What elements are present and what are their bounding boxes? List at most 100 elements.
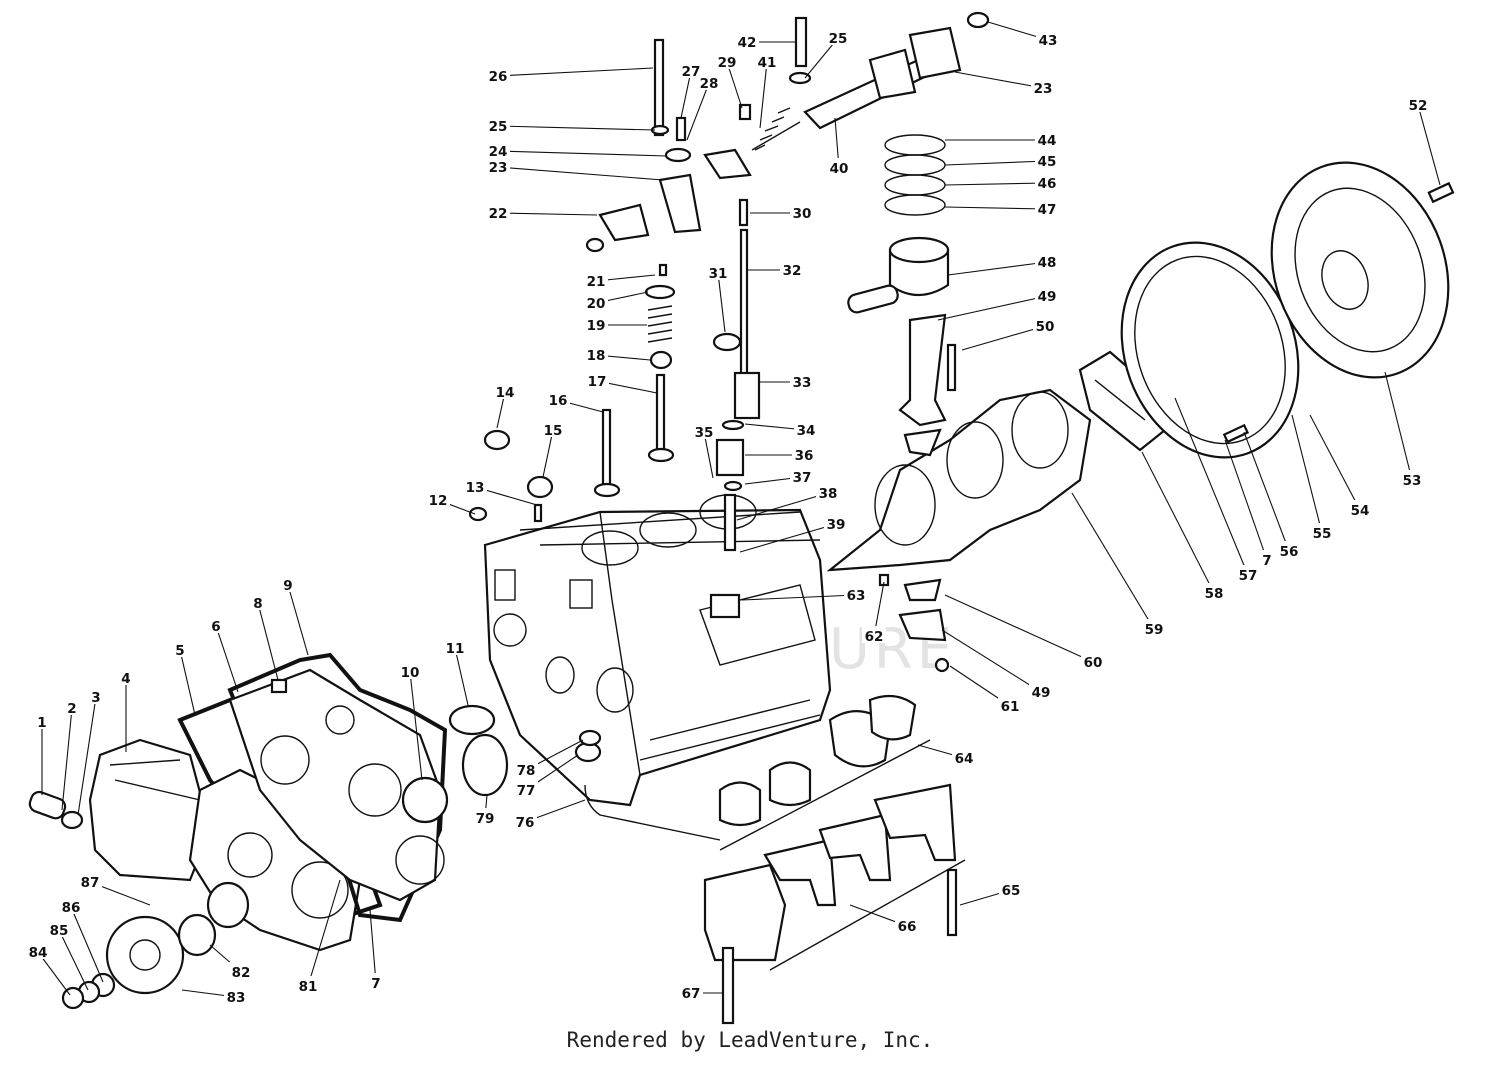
callout-29[interactable]: 29 [718,55,737,71]
callout-83[interactable]: 83 [227,990,246,1006]
callout-52[interactable]: 52 [1409,98,1428,114]
callout-30[interactable]: 30 [793,206,812,222]
leader-line-26 [497,67,654,77]
callout-14[interactable]: 14 [496,385,515,401]
callout-39[interactable]: 39 [827,517,846,533]
callout-62[interactable]: 62 [865,629,884,645]
callout-77[interactable]: 77 [517,783,536,799]
callout-85[interactable]: 85 [50,923,69,939]
valve-train [468,38,801,619]
callout-59[interactable]: 59 [1145,622,1164,638]
callout-49[interactable]: 49 [1038,289,1057,305]
callout-23[interactable]: 23 [489,160,508,176]
callout-18[interactable]: 18 [587,348,606,364]
callout-8[interactable]: 8 [253,596,262,612]
callout-11[interactable]: 11 [446,641,465,657]
callout-bg [26,942,50,959]
callout-4[interactable]: 4 [121,671,130,687]
callout-25[interactable]: 25 [829,31,848,47]
callout-38[interactable]: 38 [819,486,838,502]
leader-line-23 [497,166,664,181]
callout-21[interactable]: 21 [587,274,606,290]
crankshaft [826,388,1092,673]
callout-10[interactable]: 10 [401,665,420,681]
callout-12[interactable]: 12 [429,493,448,509]
callout-63[interactable]: 63 [847,588,866,604]
leader-line-2 [61,707,73,811]
callout-58[interactable]: 58 [1205,586,1224,602]
callout-32[interactable]: 32 [783,263,802,279]
callout-48[interactable]: 48 [1038,255,1057,271]
callout-15[interactable]: 15 [544,423,563,439]
callout-79[interactable]: 79 [476,811,495,827]
callout-43[interactable]: 43 [1039,33,1058,49]
callout-64[interactable]: 64 [955,751,974,767]
callout-bg [584,271,608,288]
callout-33[interactable]: 33 [793,375,812,391]
callout-66[interactable]: 66 [898,919,917,935]
callout-40[interactable]: 40 [830,161,849,177]
leader-line-60 [944,594,1094,663]
leader-line-81 [307,879,341,987]
callout-bg [895,916,919,933]
callout-78[interactable]: 78 [517,763,536,779]
callout-25[interactable]: 25 [489,119,508,135]
callout-34[interactable]: 34 [797,423,816,439]
callout-45[interactable]: 45 [1038,154,1057,170]
piston-assembly [847,134,957,427]
callout-6[interactable]: 6 [211,619,220,635]
callout-22[interactable]: 22 [489,206,508,222]
callout-bg [844,585,868,602]
callout-53[interactable]: 53 [1403,473,1422,489]
callout-13[interactable]: 13 [466,480,485,496]
leader-line-52 [1417,104,1441,186]
callout-76[interactable]: 76 [516,815,535,831]
callout-41[interactable]: 41 [758,55,777,71]
callout-49[interactable]: 49 [1032,685,1051,701]
callout-56[interactable]: 56 [1280,544,1299,560]
callout-17[interactable]: 17 [588,374,607,390]
callout-46[interactable]: 46 [1038,176,1057,192]
callout-36[interactable]: 36 [795,448,814,464]
callout-7[interactable]: 7 [371,976,380,992]
callout-19[interactable]: 19 [587,318,606,334]
callout-28[interactable]: 28 [700,76,719,92]
callout-3[interactable]: 3 [91,690,100,706]
callout-bg [1029,682,1053,699]
callout-20[interactable]: 20 [587,296,606,312]
callout-9[interactable]: 9 [283,578,292,594]
leader-line-29 [726,61,743,109]
callout-31[interactable]: 31 [709,266,728,282]
callout-82[interactable]: 82 [232,965,251,981]
callout-23[interactable]: 23 [1034,81,1053,97]
callout-54[interactable]: 54 [1351,503,1370,519]
callout-27[interactable]: 27 [682,64,701,80]
callout-35[interactable]: 35 [695,425,714,441]
callout-60[interactable]: 60 [1084,655,1103,671]
callout-50[interactable]: 50 [1036,319,1055,335]
callout-61[interactable]: 61 [1001,699,1020,715]
callout-84[interactable]: 84 [29,945,48,961]
callout-2[interactable]: 2 [67,701,76,717]
callout-55[interactable]: 55 [1313,526,1332,542]
callout-44[interactable]: 44 [1038,133,1057,149]
callout-1[interactable]: 1 [37,715,46,731]
callout-47[interactable]: 47 [1038,202,1057,218]
callout-67[interactable]: 67 [682,986,701,1002]
callout-5[interactable]: 5 [175,643,184,659]
leader-line-23 [954,71,1044,89]
callout-37[interactable]: 37 [793,470,812,486]
callout-26[interactable]: 26 [489,69,508,85]
callout-87[interactable]: 87 [81,875,100,891]
callout-57[interactable]: 57 [1239,568,1258,584]
callout-24[interactable]: 24 [489,144,508,160]
callout-16[interactable]: 16 [549,393,568,409]
callout-bg [486,116,510,133]
callout-7[interactable]: 7 [1262,553,1271,569]
callout-42[interactable]: 42 [738,35,757,51]
callout-labels: 1234568910111213141516171819202122232425… [26,28,1430,1006]
callout-bg [463,477,487,494]
callout-81[interactable]: 81 [299,979,318,995]
callout-65[interactable]: 65 [1002,883,1021,899]
callout-86[interactable]: 86 [62,900,81,916]
